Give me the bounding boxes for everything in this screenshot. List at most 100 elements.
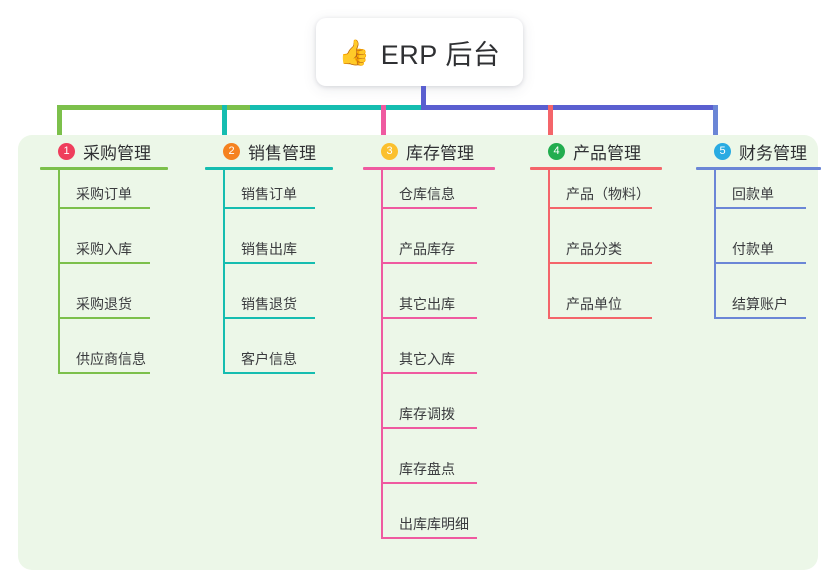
menu-item-rule — [548, 262, 652, 264]
menu-item-rule — [58, 372, 150, 374]
menu-item-label: 采购退货 — [76, 296, 132, 312]
menu-item-rule — [223, 317, 315, 319]
menu-item[interactable]: 仓库信息 — [363, 170, 533, 225]
column-header-1[interactable]: 1 采购管理 — [40, 135, 200, 167]
column-title-3: 库存管理 — [406, 143, 474, 163]
menu-item-label: 销售出库 — [241, 241, 297, 257]
menu-item-rule — [548, 317, 652, 319]
menu-item-label: 产品单位 — [566, 296, 622, 312]
menu-item-label: 库存盘点 — [399, 461, 455, 477]
root-node-card[interactable]: 👍 ERP 后台 — [316, 18, 523, 86]
menu-item-rule — [223, 262, 315, 264]
menu-item-rule — [58, 262, 150, 264]
menu-item[interactable]: 销售退货 — [205, 280, 365, 335]
menu-item[interactable]: 产品（物料） — [530, 170, 705, 225]
menu-item-label: 采购订单 — [76, 186, 132, 202]
menu-item-label: 产品分类 — [566, 241, 622, 257]
column-items-5: 回款单付款单结算账户 — [696, 170, 839, 335]
menu-item[interactable]: 采购退货 — [40, 280, 200, 335]
column-spine-5 — [714, 170, 716, 319]
column-title-1: 采购管理 — [83, 143, 151, 163]
drop-connector-2 — [222, 105, 227, 155]
column-badge-5: 5 — [714, 142, 731, 160]
column-5: 5 财务管理回款单付款单结算账户 — [696, 135, 839, 335]
column-title-2: 销售管理 — [248, 143, 316, 163]
menu-item-label: 产品库存 — [399, 241, 455, 257]
menu-item-label: 客户信息 — [241, 351, 297, 367]
menu-item-label: 回款单 — [732, 186, 774, 202]
menu-item[interactable]: 出库库明细 — [363, 500, 533, 555]
menu-item-label: 其它入库 — [399, 351, 455, 367]
column-badge-3: 3 — [381, 142, 398, 160]
menu-item[interactable]: 产品分类 — [530, 225, 705, 280]
column-badge-4: 4 — [548, 142, 565, 160]
drop-connector-4 — [548, 105, 553, 155]
menu-item-rule — [381, 372, 477, 374]
menu-item[interactable]: 销售出库 — [205, 225, 365, 280]
thumbs-up-icon: 👍 — [338, 38, 370, 67]
column-header-rule-3 — [363, 167, 495, 170]
column-badge-1: 1 — [58, 142, 75, 160]
menu-item-label: 采购入库 — [76, 241, 132, 257]
menu-item-rule — [714, 262, 806, 264]
column-1: 1 采购管理采购订单采购入库采购退货供应商信息 — [40, 135, 200, 390]
menu-item[interactable]: 其它入库 — [363, 335, 533, 390]
menu-item[interactable]: 付款单 — [696, 225, 839, 280]
menu-item-label: 产品（物料） — [566, 186, 650, 202]
menu-item[interactable]: 结算账户 — [696, 280, 839, 335]
column-header-rule-2 — [205, 167, 333, 170]
menu-item[interactable]: 回款单 — [696, 170, 839, 225]
menu-item-rule — [381, 207, 477, 209]
menu-item-rule — [381, 262, 477, 264]
menu-item-label: 供应商信息 — [76, 351, 146, 367]
column-title-5: 财务管理 — [739, 143, 807, 163]
menu-item-label: 出库库明细 — [399, 516, 469, 532]
menu-item[interactable]: 库存盘点 — [363, 445, 533, 500]
drop-connector-5 — [713, 105, 718, 155]
column-header-4[interactable]: 4 产品管理 — [530, 135, 705, 167]
menu-item-rule — [381, 317, 477, 319]
menu-item[interactable]: 其它出库 — [363, 280, 533, 335]
menu-item[interactable]: 产品单位 — [530, 280, 705, 335]
menu-item-rule — [548, 207, 652, 209]
column-3: 3 库存管理仓库信息产品库存其它出库其它入库库存调拨库存盘点出库库明细 — [363, 135, 533, 555]
column-header-3[interactable]: 3 库存管理 — [363, 135, 533, 167]
column-spine-4 — [548, 170, 550, 319]
menu-item-rule — [381, 482, 477, 484]
menu-item[interactable]: 采购订单 — [40, 170, 200, 225]
drop-connector-3 — [381, 105, 386, 155]
menu-item-label: 结算账户 — [732, 296, 788, 312]
column-header-rule-5 — [696, 167, 821, 170]
menu-item-rule — [58, 207, 150, 209]
menu-item[interactable]: 产品库存 — [363, 225, 533, 280]
menu-item-rule — [714, 207, 806, 209]
column-title-4: 产品管理 — [573, 143, 641, 163]
column-header-rule-1 — [40, 167, 168, 170]
menu-item-rule — [223, 207, 315, 209]
drop-connector-1 — [57, 105, 62, 155]
column-spine-1 — [58, 170, 60, 374]
column-header-rule-4 — [530, 167, 662, 170]
menu-item-label: 付款单 — [732, 241, 774, 257]
column-items-4: 产品（物料） 产品分类产品单位 — [530, 170, 705, 335]
bus-teal — [250, 105, 426, 110]
menu-item-label: 销售订单 — [241, 186, 297, 202]
column-items-2: 销售订单销售出库销售退货客户信息 — [205, 170, 365, 390]
column-items-3: 仓库信息产品库存其它出库其它入库库存调拨库存盘点出库库明细 — [363, 170, 533, 555]
menu-item[interactable]: 销售订单 — [205, 170, 365, 225]
menu-item[interactable]: 供应商信息 — [40, 335, 200, 390]
root-node-title: ERP 后台 — [380, 39, 501, 70]
menu-item-label: 仓库信息 — [399, 186, 455, 202]
menu-item[interactable]: 客户信息 — [205, 335, 365, 390]
column-spine-3 — [381, 170, 383, 539]
menu-item-rule — [381, 427, 477, 429]
root-stem-connector — [421, 86, 426, 109]
menu-item[interactable]: 库存调拨 — [363, 390, 533, 445]
column-header-5[interactable]: 5 财务管理 — [696, 135, 839, 167]
menu-item[interactable]: 采购入库 — [40, 225, 200, 280]
menu-item-label: 其它出库 — [399, 296, 455, 312]
menu-item-rule — [714, 317, 806, 319]
